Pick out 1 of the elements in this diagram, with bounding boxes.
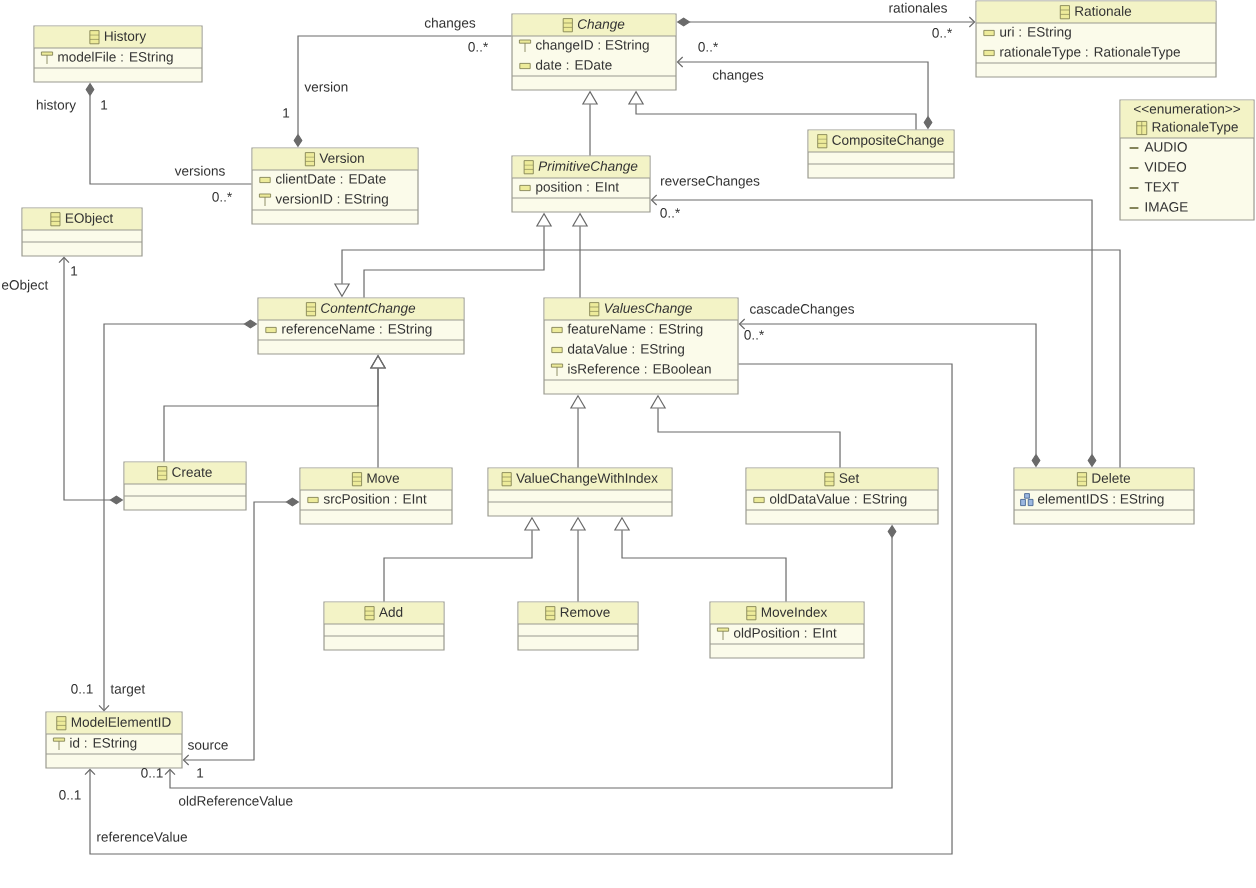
reference-arrow bbox=[84, 363, 953, 855]
